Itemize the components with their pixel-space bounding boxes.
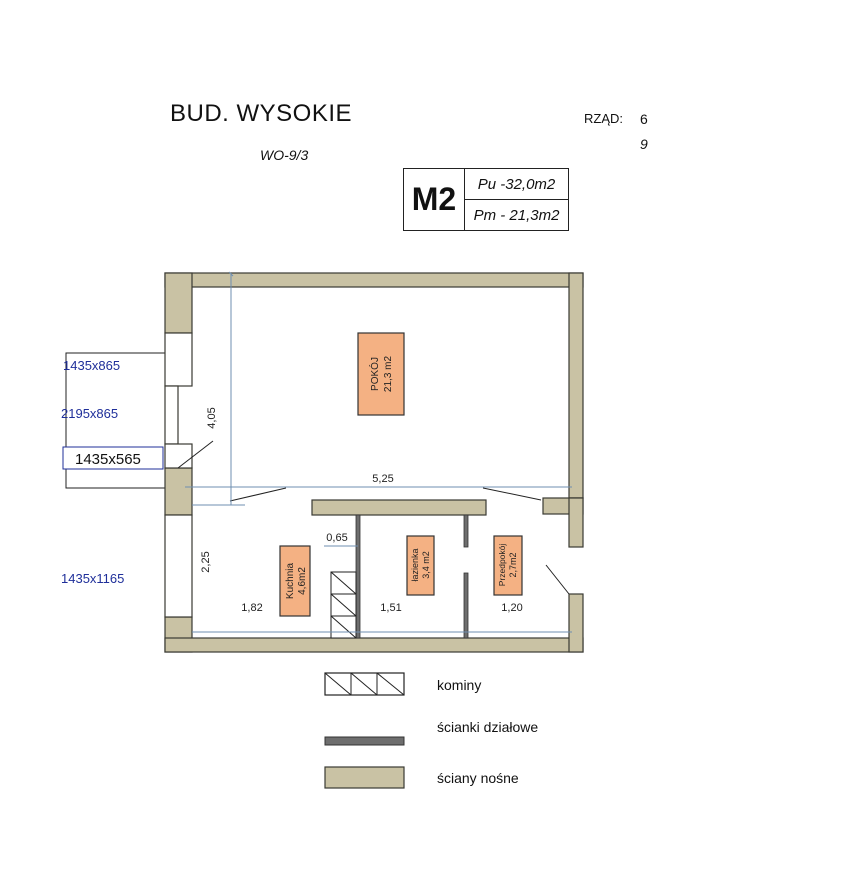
room-hall-name: Przedpokój [497, 544, 507, 587]
window-label-w1: 1435x865 [63, 358, 120, 373]
room-bathroom-area: 3,4 m2 [421, 551, 431, 579]
dimension-bath-width: 1,51 [380, 602, 401, 614]
room-kitchen-area: 4,6m2 [297, 567, 308, 595]
legend-partition-symbol [324, 736, 405, 746]
dimension-width-top: 5,25 [372, 473, 393, 485]
row-value: 6 [640, 111, 648, 127]
unit-areas: Pu -32,0m2 Pm - 21,3m2 [465, 169, 568, 230]
room-bathroom: łazienka 3,4 m2 [406, 535, 435, 596]
room-kitchen-name: Kuchnia [285, 562, 296, 599]
dimension-height-top: 4,05 [206, 407, 218, 428]
bearing-walls [164, 272, 584, 653]
unit-code: M2 [404, 169, 465, 230]
room-main-name: POKÓJ [368, 357, 381, 391]
legend-bearing-symbol [324, 766, 405, 789]
room-kitchen: Kuchnia 4,6m2 [279, 545, 311, 617]
page-title: BUD. WYSOKIE [170, 100, 353, 127]
dimension-kitchen-width: 1,82 [241, 602, 262, 614]
room-bathroom-name: łazienka [410, 548, 420, 581]
window-openings [164, 332, 193, 618]
door-swings [177, 440, 570, 595]
living-area: Pm - 21,3m2 [473, 206, 560, 224]
legend-chimney-symbol [324, 672, 405, 696]
room-hall-area: 2,7m2 [508, 552, 518, 577]
window-w3-box [62, 446, 164, 470]
row-subvalue: 9 [640, 136, 648, 152]
chimney [330, 571, 357, 639]
dimension-lines [185, 271, 572, 633]
room-hall: Przedpokój 2,7m2 [493, 535, 523, 596]
window-label-w4: 1435x1165 [61, 571, 124, 586]
building-code: WO-9/3 [260, 147, 309, 163]
room-main-area: 21,3 m2 [383, 355, 394, 392]
legend-bearing-label: ściany nośne [437, 770, 519, 786]
room-main: POKÓJ 21,3 m2 [357, 332, 405, 416]
legend-chimney-label: kominy [437, 677, 481, 693]
usable-area: Pu -32,0m2 [465, 169, 568, 200]
dimension-chimney-width: 0,65 [326, 532, 347, 544]
window-label-w2: 2195x865 [61, 406, 118, 421]
dimension-hall-width: 1,20 [501, 602, 522, 614]
legend: kominy ścianki działowe ściany nośne [324, 672, 538, 789]
unit-info-box: M2 Pu -32,0m2 Pm - 21,3m2 [403, 168, 569, 231]
row-label: RZĄD: [584, 111, 623, 126]
dimension-height-bottom: 2,25 [200, 551, 212, 572]
legend-partition-label: ścianki działowe [437, 719, 538, 735]
window-label-w3: 1435x565 [75, 451, 141, 468]
